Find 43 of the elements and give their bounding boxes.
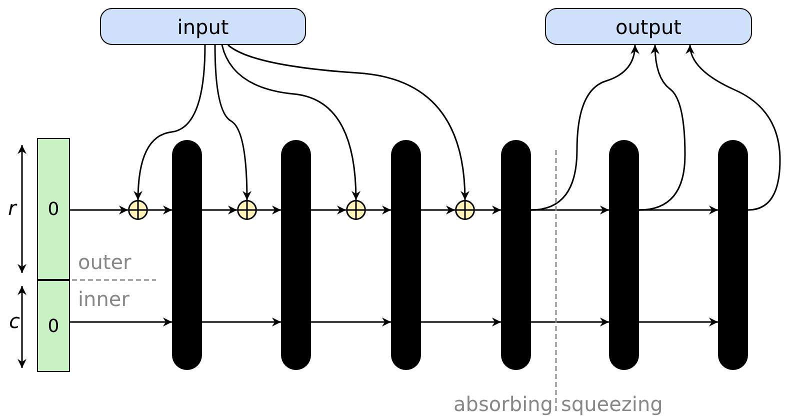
terminal-box: output bbox=[545, 8, 752, 45]
dimension-label: r bbox=[8, 198, 16, 218]
permutation-bar bbox=[501, 140, 531, 370]
arrow bbox=[686, 44, 781, 211]
arrow bbox=[639, 206, 718, 214]
arrow bbox=[70, 206, 128, 214]
arrow bbox=[311, 206, 346, 214]
state-cell: 0 bbox=[37, 280, 70, 372]
arrow bbox=[70, 318, 172, 326]
phase-label: squeezing bbox=[561, 394, 663, 414]
arrow bbox=[421, 318, 501, 326]
permutation-bar bbox=[718, 140, 748, 370]
permutation-bar bbox=[391, 140, 421, 370]
arrow bbox=[531, 206, 609, 214]
terminal-box: input bbox=[100, 8, 306, 45]
arrow bbox=[311, 318, 391, 326]
xor-symbol bbox=[128, 200, 148, 220]
arrow bbox=[214, 45, 252, 200]
arrow bbox=[202, 318, 281, 326]
xor-symbol bbox=[346, 200, 366, 220]
arrow bbox=[221, 44, 360, 200]
arrow bbox=[202, 206, 237, 214]
xor-symbol bbox=[237, 200, 257, 220]
region-label: inner bbox=[78, 289, 130, 309]
arrow bbox=[366, 206, 391, 214]
arrow bbox=[530, 44, 640, 211]
arrow bbox=[134, 44, 206, 200]
phase-label: absorbing bbox=[454, 394, 553, 414]
xor-symbol bbox=[455, 200, 475, 220]
arrow bbox=[421, 206, 455, 214]
state-cell: 0 bbox=[37, 138, 70, 280]
permutation-bar bbox=[172, 140, 202, 370]
arrow bbox=[148, 206, 172, 214]
permutation-bar bbox=[281, 140, 311, 370]
arrow bbox=[257, 206, 281, 214]
region-label: outer bbox=[78, 252, 132, 272]
arrow bbox=[531, 318, 609, 326]
dimension-label: c bbox=[9, 311, 20, 331]
arrow bbox=[639, 318, 718, 326]
arrow bbox=[228, 44, 470, 200]
permutation-bar bbox=[609, 140, 639, 370]
arrow bbox=[638, 44, 686, 211]
arrow bbox=[475, 206, 501, 214]
